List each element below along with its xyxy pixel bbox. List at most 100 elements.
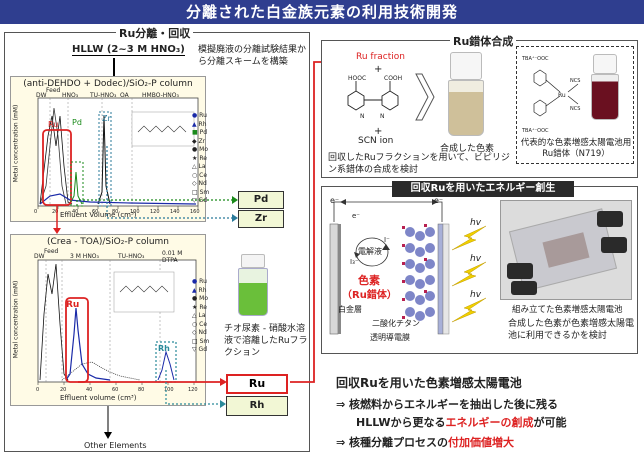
dye-sub-label: （Ru錯体） <box>342 290 397 301</box>
synthesized-dye-vial <box>446 52 486 138</box>
chart1-legend-item: ○ Ce <box>192 171 208 179</box>
summary-line3-highlight: 付加価値増大 <box>448 436 515 449</box>
chart1-legend-item: ● Mo <box>192 146 209 153</box>
chart2-peak-rh: Rh <box>158 344 170 353</box>
chart1-legend-item: △ La <box>192 163 206 170</box>
chart2-stage-feed: Feed <box>44 248 59 255</box>
product-caption: 合成した色素 <box>440 144 495 154</box>
chart1-xlabel: Effluent Volume (cm³) <box>60 211 137 219</box>
chart2-legend-item: ● Mo <box>192 295 209 302</box>
svg-text:N: N <box>380 113 385 120</box>
hllw-label: HLLW (2~3 M HNO₃) <box>72 44 185 56</box>
chart1-stage-hno3: HNO₃ <box>62 92 79 99</box>
summary-line2-suffix: が可能 <box>533 416 567 429</box>
light-bolts <box>451 225 487 323</box>
chart2-title: (Crea - TOA)/SiO₂-P column <box>46 237 169 247</box>
page-title: 分離された白金族元素の利用技術開発 <box>0 0 644 24</box>
separation-note: 模擬廃液の分離試験結果から分離スキームを構築 <box>198 45 307 67</box>
chart1-legend: ● Ru ▲ Rh ■ Pd ◆ Zr ● Mo ★ Re △ La ○ Ce … <box>192 112 209 206</box>
chart1-stage-feed: Feed <box>46 87 61 94</box>
chart2-legend-item: ★ Re <box>192 303 207 311</box>
svg-text:NCS: NCS <box>570 78 580 84</box>
svg-text:NCS: NCS <box>570 106 580 112</box>
chart2-line-ln <box>39 263 69 381</box>
chart2-xtick: 80 <box>138 387 145 393</box>
chart1-plot <box>37 97 199 209</box>
hv-label-1: hv <box>470 218 482 228</box>
scn-label: SCN ion <box>358 136 394 146</box>
chart1-line-ru <box>39 193 197 205</box>
chart1-molecule-inset <box>131 111 195 147</box>
chart1-stage-dw: DW <box>36 92 47 99</box>
dye-molecules <box>402 224 427 319</box>
pt-electrode <box>329 223 339 335</box>
n719-caption: 代表的な色素増感太陽電池用Ru錯体（N719） <box>520 138 632 159</box>
complex-panel-label: Ru錯体合成 <box>450 33 517 49</box>
output-pd: Pd <box>238 191 284 209</box>
ru-fraction-label: Ru fraction <box>356 52 405 62</box>
chart1-zr-highlight <box>98 111 112 207</box>
chart2-plot <box>37 259 197 385</box>
summary-heading: 回収Ruを用いた色素増感太陽電池 <box>336 376 522 390</box>
tio2-label: 二酸化チタン <box>372 319 420 328</box>
chart2-legend-item: ○ Ce <box>192 320 208 328</box>
hllw-arrow <box>113 58 115 76</box>
chart2-xtick: 100 <box>164 387 174 393</box>
chart2-legend-item: ● Ru <box>192 278 207 285</box>
output-ru: Ru <box>226 374 288 394</box>
chart1-stage-tu: TU-HNO₃ <box>90 92 117 99</box>
complex-desc: 回収したRuフラクションを用いて、ビピリジン系錯体の合成を検討 <box>328 153 510 175</box>
chart2-molecule <box>119 285 169 293</box>
svg-text:N: N <box>360 113 365 120</box>
external-circuit <box>333 201 443 222</box>
energy-panel-label: 回収Ruを用いたエネルギー創生 <box>392 181 574 197</box>
chart1-xtick: 60 <box>92 209 99 215</box>
separation-panel-label: Ru分離・回収 <box>116 25 194 41</box>
chart1-legend-item: □ Sm <box>192 188 210 196</box>
chart1-stage-oa: OA <box>120 92 129 99</box>
chart1-xtick: 0 <box>34 209 38 215</box>
chart2-ru-highlight <box>65 297 89 383</box>
chart2-line-rh <box>157 350 175 381</box>
output-zr: Zr <box>238 210 284 228</box>
pt-label: 白金層 <box>338 305 362 314</box>
chart2-legend: ● Ru ▲ Rh ● Mo ★ Re △ La ○ Ce ◇ Nd □ Sm … <box>192 278 209 355</box>
chart1-xtick: 20 <box>52 209 59 215</box>
summary-line1: ⇒ 核燃料からエネルギーを抽出した後に残る <box>336 398 559 411</box>
chart2-legend-item: △ La <box>192 312 206 319</box>
chart1-xticks <box>37 206 199 209</box>
chart2-line-mo <box>61 361 141 381</box>
summary-line2-highlight: エネルギーの創成 <box>445 416 534 429</box>
chart1-molecule <box>137 125 187 133</box>
electron-label-left: e⁻ <box>330 196 340 205</box>
svg-text:Ru: Ru <box>558 92 566 99</box>
chart2-peak-ru: Ru <box>66 300 80 310</box>
glass-substrate <box>442 223 450 335</box>
plus-2: + <box>374 126 383 137</box>
summary-line3: ⇒ 核種分離プロセスの付加価値増大 <box>336 434 514 450</box>
chart2-line-ru <box>65 307 111 381</box>
summary-line3-prefix: ⇒ 核種分離プロセスの <box>336 436 449 449</box>
chart2-legend-item: ▲ Rh <box>192 286 207 294</box>
chart1-xtick: 100 <box>130 209 140 215</box>
vial-caption: チオ尿素 - 硝酸水溶液で溶離したRuフラクション <box>224 324 308 358</box>
chart1-title: (anti-DEHDO + Dodec)/SiO₂-P column <box>23 79 193 89</box>
svg-text:HOOC: HOOC <box>348 75 366 82</box>
cell-caption: 組み立てた色素増感太陽電池 <box>512 305 623 315</box>
chart1-legend-item: ▽ Gd <box>192 197 208 204</box>
chart2-xtick: 60 <box>112 387 119 393</box>
chart1-peak-ru: Ru <box>48 120 59 129</box>
svg-text:TBA⁺⁻OOC: TBA⁺⁻OOC <box>521 56 549 62</box>
chart1-xtick: 160 <box>190 209 200 215</box>
svg-text:COOH: COOH <box>384 75 402 82</box>
chart1-legend-item: ◇ Nd <box>192 180 207 187</box>
n719-structure: TBA⁺⁻OOC TBA⁺⁻OOC Ru NCS NCS <box>521 56 580 134</box>
chart1-line-ln <box>39 107 67 205</box>
chart2-xtick: 20 <box>60 387 67 393</box>
dssc-diagram <box>329 199 487 335</box>
output-rh: Rh <box>226 396 288 416</box>
energy-desc: 合成した色素が色素増感太陽電池に利用できるかを検討 <box>508 319 635 341</box>
chart2-stage-dtpa: 0.01 M DTPA <box>162 250 183 264</box>
chart1-legend-item: ◆ Zr <box>192 137 206 145</box>
